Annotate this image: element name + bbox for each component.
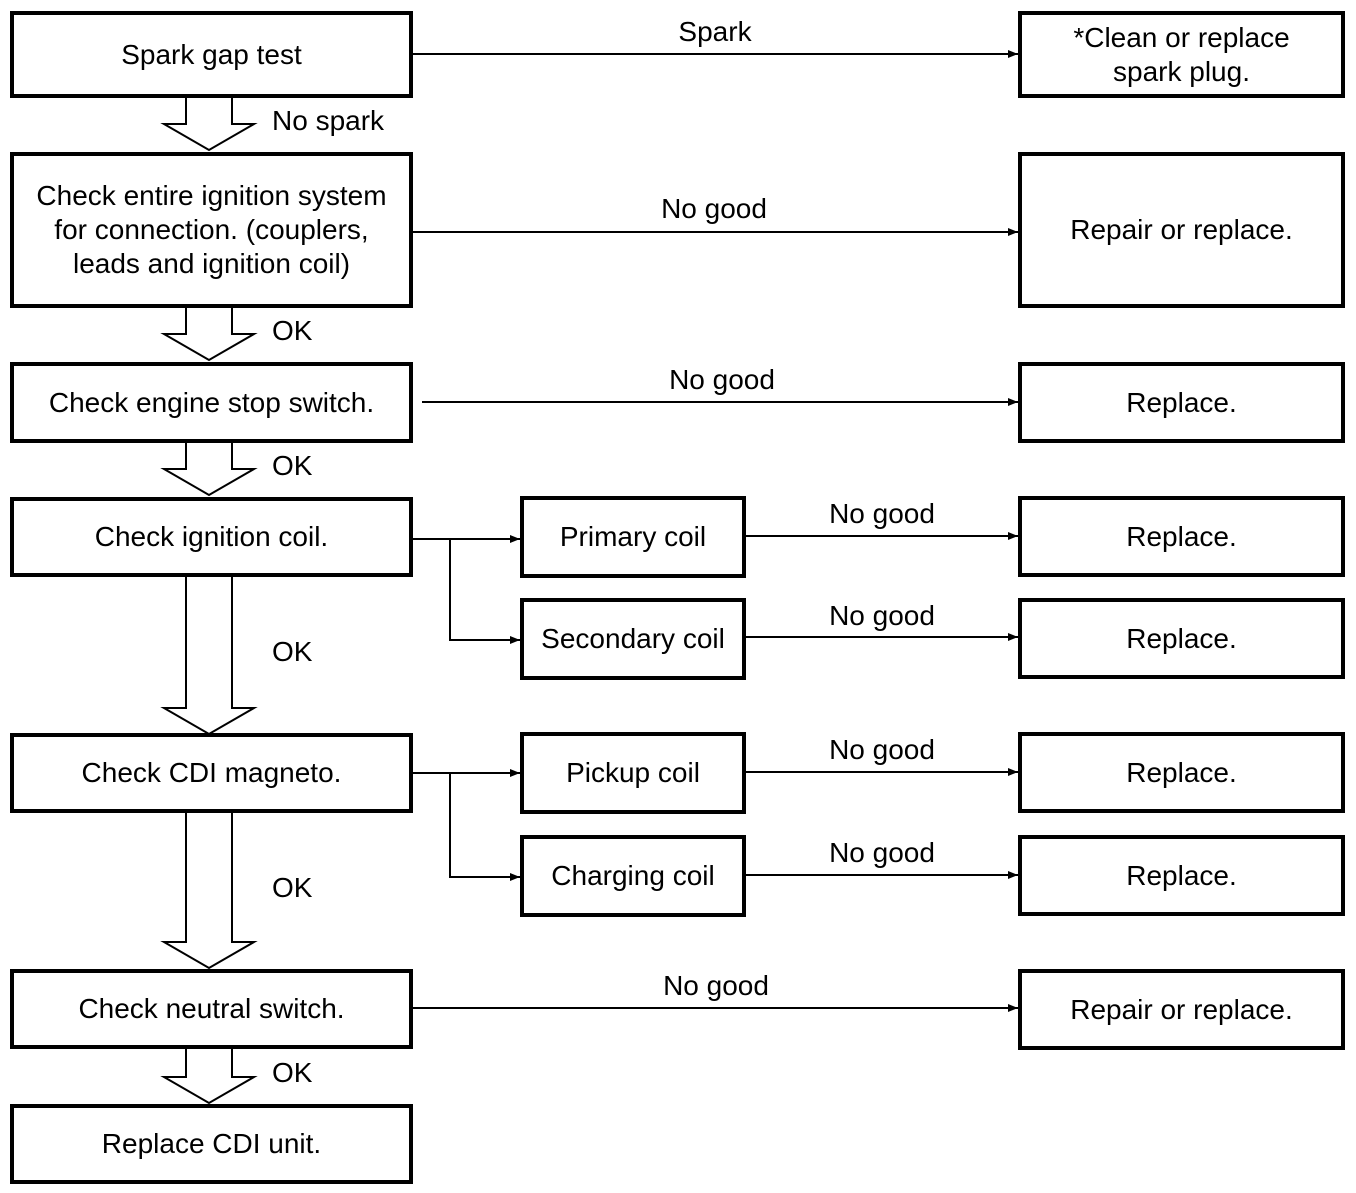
- box-charging-coil: Charging coil: [520, 835, 746, 917]
- label-no-good-1: No good: [661, 193, 767, 224]
- box-replace-1: Replace.: [1018, 362, 1345, 443]
- box-check-ignition-coil: Check ignition coil.: [10, 497, 413, 577]
- box-replace-cdi-unit: Replace CDI unit.: [10, 1104, 413, 1184]
- branch-cdi-magneto: [413, 772, 520, 881]
- box-check-neutral-switch: Check neutral switch.: [10, 969, 413, 1049]
- box-clean-replace-spark-plug: *Clean or replace spark plug.: [1018, 11, 1345, 98]
- box-check-ignition-system: Check entire ignition system for connect…: [10, 152, 413, 308]
- down-arrow-ok-4: [160, 813, 258, 970]
- label-ok-1: OK: [272, 315, 313, 346]
- label-no-good-2: No good: [669, 364, 775, 395]
- label-no-good-4: No good: [829, 600, 935, 631]
- box-pickup-coil: Pickup coil: [520, 732, 746, 814]
- down-arrow-ok-3: [160, 577, 258, 736]
- box-replace-4: Replace.: [1018, 732, 1345, 813]
- label-ok-2: OK: [272, 450, 313, 481]
- box-check-cdi-magneto: Check CDI magneto.: [10, 733, 413, 813]
- box-replace-3: Replace.: [1018, 598, 1345, 679]
- label-ok-3: OK: [272, 636, 313, 667]
- box-replace-2: Replace.: [1018, 496, 1345, 577]
- down-arrow-ok-1: [160, 308, 258, 362]
- label-ok-5: OK: [272, 1057, 313, 1088]
- box-secondary-coil: Secondary coil: [520, 598, 746, 680]
- label-no-good-6: No good: [829, 837, 935, 868]
- box-replace-5: Replace.: [1018, 835, 1345, 916]
- label-no-spark: No spark: [272, 105, 385, 136]
- box-repair-or-replace-2: Repair or replace.: [1018, 969, 1345, 1050]
- label-no-good-5: No good: [829, 734, 935, 765]
- down-arrow-ok-2: [160, 443, 258, 497]
- down-arrow-no-spark: [160, 98, 258, 152]
- down-arrow-ok-5: [160, 1049, 258, 1105]
- box-primary-coil: Primary coil: [520, 496, 746, 578]
- label-ok-4: OK: [272, 872, 313, 903]
- box-repair-or-replace-1: Repair or replace.: [1018, 152, 1345, 308]
- box-check-engine-stop-switch: Check engine stop switch.: [10, 362, 413, 443]
- box-spark-gap-test: Spark gap test: [10, 11, 413, 98]
- branch-ignition-coil: [413, 538, 520, 644]
- label-no-good-3: No good: [829, 498, 935, 529]
- label-spark: Spark: [678, 16, 752, 47]
- label-no-good-7: No good: [663, 970, 769, 1001]
